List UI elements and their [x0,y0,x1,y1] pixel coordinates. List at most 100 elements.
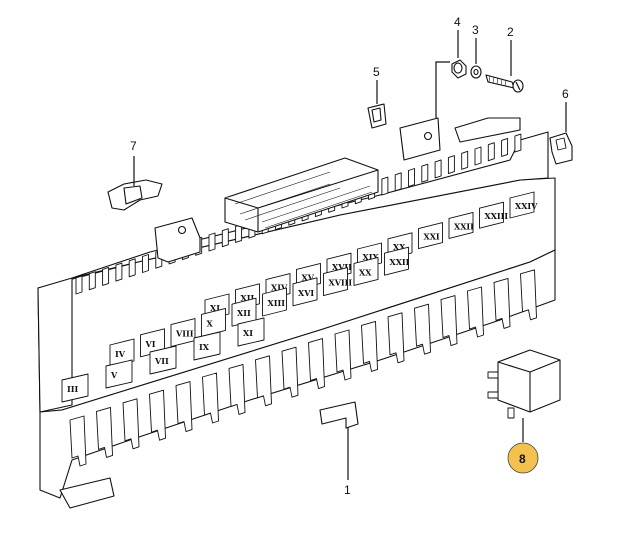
callout-8: 8 [507,418,539,474]
lower-row-slot-label: XI [243,328,253,338]
top-row-slot-frame [448,211,474,239]
lower-row-slot: V [105,359,133,389]
upper-row-slot: XXII [384,246,410,276]
callout-3: 3 [472,23,479,64]
upper-row-slot-label: VIII [175,329,194,339]
upper-row-slot-label: X [207,318,214,328]
lower-row-slot-label: VII [154,356,169,366]
callout-8-label: 8 [519,452,526,466]
callout-1-label: 1 [344,483,351,497]
upper-row-slot-frame [109,338,135,368]
lower-row-slot-label: V [110,370,118,380]
terminal-finger [467,286,484,338]
upper-row-slot-label: XII [237,308,251,318]
callout-8-highlight [507,442,539,474]
terminal-finger [202,372,219,424]
fuse-blade [381,176,389,196]
callout-6: 6 [562,87,569,132]
top-row-slot-frame [509,191,535,219]
terminal-finger [414,303,431,355]
top-row-slot: XXIII [479,201,509,229]
upper-row-slot-label: VI [145,339,156,349]
fuse-blade [221,228,229,248]
top-row-slot-label: XXIII [485,211,509,221]
upper-row-slot-frame [353,256,379,286]
top-row-slot: XXI [418,222,443,250]
fuse-blade [102,266,110,286]
callout-4-label: 4 [454,15,461,29]
top-row-slot-frame [479,201,504,229]
upper-row-slot-frame [292,277,318,307]
terminal-fingers [69,269,537,467]
lower-row-slot: XI [237,317,265,347]
top-row-slot-frame [418,222,443,250]
callout-5-label: 5 [373,65,380,79]
fuse-blade [88,271,96,291]
terminal-finger [96,406,113,458]
fuse-blade [434,159,442,179]
upper-row-slot-frame [323,267,348,297]
part-7-puller [107,179,163,211]
fuse-blade [408,168,415,187]
terminal-finger [361,320,378,372]
fuse-blade [514,133,522,153]
fuse-blade [447,155,455,175]
top-cover-block [154,117,521,263]
lower-row-slot: IX [193,331,221,361]
terminal-finger [122,398,140,450]
fuse-blade [461,150,469,170]
lower-row-slot-label: IX [199,342,210,352]
lower-row-slot-frame [149,345,177,375]
terminal-finger [255,355,272,407]
top-row-slot-label: XV [302,272,315,282]
terminal-finger [520,269,537,321]
fuse-blade [394,172,402,192]
upper-row-slot-label: XIII [268,298,286,308]
terminal-finger [69,415,87,467]
terminal-finger [149,389,166,441]
lower-row-slot-frame [61,373,89,403]
upper-row-slot-frame [201,307,226,337]
top-row-slot-label: XX [393,242,406,252]
callout-7-label: 7 [130,139,137,153]
lower-row-slot: III [61,373,89,403]
terminal-finger [334,329,352,381]
upper-row-slot: IV [109,338,135,368]
callout-3-label: 3 [472,23,479,37]
top-row-slot-label: XI [210,303,220,313]
fuse-blade [142,254,149,273]
lower-row-slot-frame [237,317,265,347]
callout-1: 1 [319,401,359,497]
upper-row-slot: XVIII [323,267,353,297]
part-2-screw [485,74,524,93]
fuse-blade [115,262,123,282]
upper-row-slot: X [201,307,226,337]
callout-2-label: 2 [507,25,514,39]
top-row-slot-label: XVII [332,262,352,272]
top-row-slot: XXIV [509,191,538,219]
upper-row-slot-frame [262,287,287,317]
callout-2: 2 [507,25,514,76]
upper-row-slot-label: XVIII [329,278,353,288]
top-row-slot: XXII [448,211,474,239]
fuse-blade [128,258,136,278]
fuse-blade [75,275,83,295]
lower-row-slot-frame [105,359,133,389]
terminal-finger [493,277,511,329]
part-8-relay [487,349,561,419]
upper-row-slot-label: XXII [390,257,410,267]
top-row-slot-label: XII [241,293,255,303]
part-3-washer [470,65,482,79]
terminal-finger [281,346,299,398]
top-row-slot-label: XXI [424,232,440,242]
terminal-finger [387,312,405,364]
lower-row-slot-frame [193,331,221,361]
upper-row-slot: XVI [292,277,318,307]
upper-row-slot: XX [353,256,379,286]
fuse-blade [421,163,429,183]
top-row-slot-label: XIV [271,283,288,293]
relay-slot-grid: XIXIIXIVXVXVIIXIXXXXXIXXIIXXIIIXXIVIVVIV… [61,191,538,403]
top-row-slot-label: XIX [363,252,380,262]
